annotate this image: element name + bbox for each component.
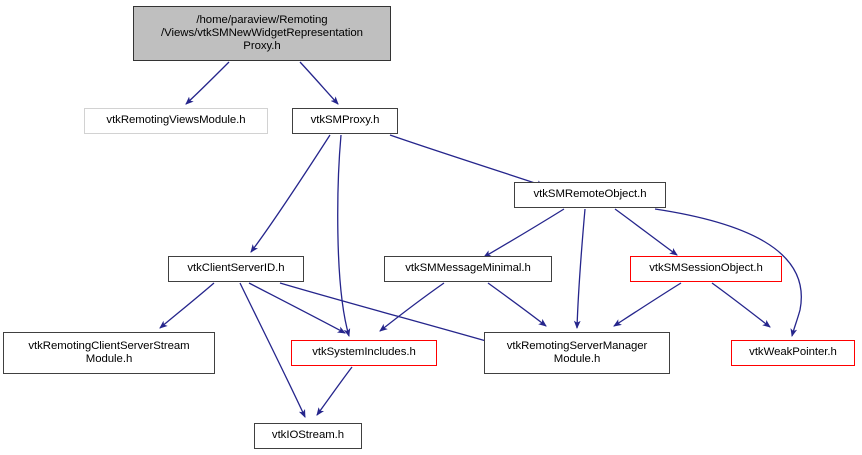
- edge-clientserverid-to-iostream: [239, 282, 306, 418]
- graph-node-smproxy[interactable]: vtkSMProxy.h: [292, 108, 398, 134]
- edge-smremoteobject-to-smmessageminimal: [483, 208, 565, 258]
- graph-node-label-remotingclientserverstreammodule: vtkRemotingClientServerStream Module.h: [28, 339, 190, 365]
- graph-node-remotingviewsmodule[interactable]: vtkRemotingViewsModule.h: [84, 108, 268, 134]
- edge-smmessageminimal-to-remotingservermanagermodule: [487, 282, 547, 327]
- graph-node-remotingclientserverstreammodule[interactable]: vtkRemotingClientServerStream Module.h: [3, 332, 215, 374]
- graph-node-systemincludes[interactable]: vtkSystemIncludes.h: [291, 340, 437, 366]
- edge-root-to-smproxy: [299, 61, 339, 105]
- edge-smsessionobject-to-weakpointer: [711, 282, 771, 328]
- edge-smmessageminimal-to-systemincludes: [379, 282, 445, 332]
- edge-clientserverid-to-systemincludes: [248, 282, 346, 334]
- edge-systemincludes-to-iostream: [316, 366, 353, 416]
- graph-node-iostream[interactable]: vtkIOStream.h: [254, 423, 362, 449]
- edge-clientserverid-to-remotingclientserverstreammodule: [159, 282, 215, 329]
- graph-node-label-systemincludes: vtkSystemIncludes.h: [312, 346, 416, 359]
- graph-node-label-smsessionobject: vtkSMSessionObject.h: [649, 262, 763, 275]
- graph-node-label-weakpointer: vtkWeakPointer.h: [749, 346, 837, 359]
- graph-node-weakpointer[interactable]: vtkWeakPointer.h: [731, 340, 855, 366]
- edge-smsessionobject-to-remotingservermanagermodule: [613, 282, 682, 327]
- graph-node-clientserverid[interactable]: vtkClientServerID.h: [168, 256, 304, 282]
- edge-smremoteobject-to-remotingservermanagermodule: [573, 208, 586, 330]
- graph-node-root[interactable]: /home/paraview/Remoting /Views/vtkSMNewW…: [133, 6, 391, 61]
- graph-node-remotingservermanagermodule[interactable]: vtkRemotingServerManager Module.h: [484, 332, 670, 374]
- graph-node-label-smremoteobject: vtkSMRemoteObject.h: [533, 188, 647, 201]
- graph-node-label-remotingviewsmodule: vtkRemotingViewsModule.h: [106, 114, 246, 127]
- edge-smproxy-to-systemincludes: [337, 134, 351, 337]
- edge-smproxy-to-smremoteobject: [389, 134, 545, 187]
- edge-smremoteobject-to-weakpointer: [654, 208, 802, 338]
- graph-node-label-smmessageminimal: vtkSMMessageMinimal.h: [405, 262, 531, 275]
- edge-smremoteobject-to-smsessionobject: [614, 208, 678, 256]
- graph-node-label-smproxy: vtkSMProxy.h: [310, 114, 380, 127]
- graph-node-label-clientserverid: vtkClientServerID.h: [187, 262, 285, 275]
- edge-root-to-remotingviewsmodule: [185, 61, 230, 105]
- graph-node-label-remotingservermanagermodule: vtkRemotingServerManager Module.h: [506, 339, 648, 365]
- graph-node-smremoteobject[interactable]: vtkSMRemoteObject.h: [514, 182, 666, 208]
- edge-smproxy-to-clientserverid: [250, 134, 331, 253]
- graph-node-label-iostream: vtkIOStream.h: [271, 429, 345, 442]
- edge-group: [159, 61, 802, 418]
- graph-node-smmessageminimal[interactable]: vtkSMMessageMinimal.h: [384, 256, 552, 282]
- graph-node-smsessionobject[interactable]: vtkSMSessionObject.h: [630, 256, 782, 282]
- graph-node-label-root: /home/paraview/Remoting /Views/vtkSMNewW…: [161, 13, 363, 53]
